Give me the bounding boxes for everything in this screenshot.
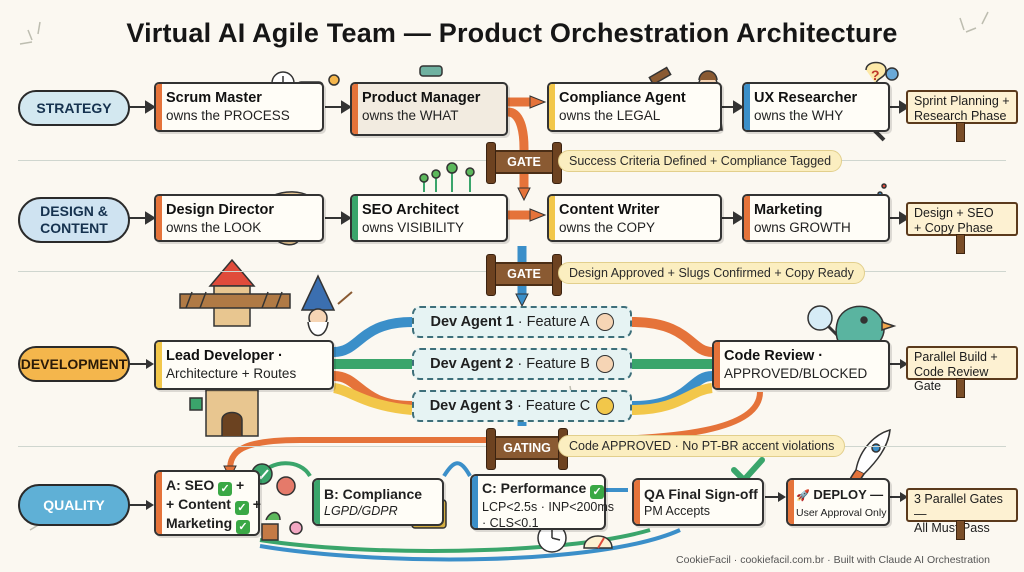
- phase-quality: QUALITY: [18, 484, 130, 526]
- page-title: Virtual AI Agile Team — Product Orchestr…: [126, 18, 898, 48]
- developer-avatar-icon: [595, 355, 614, 373]
- gate-1-criteria: Success Criteria Defined + Compliance Ta…: [558, 150, 843, 172]
- check-icon: ✓: [590, 485, 605, 499]
- role-marketing[interactable]: Marketing owns GROWTH: [742, 194, 890, 242]
- role-sub: owns the PROCESS: [166, 108, 290, 123]
- gate-1: GATE: [486, 142, 562, 184]
- role-name: Scrum Master: [166, 90, 262, 106]
- qa-name: QA Final Sign-off: [644, 486, 758, 502]
- dev-agent-1[interactable]: Dev Agent 1 · Feature A: [412, 306, 632, 338]
- wizard-icon: [300, 274, 353, 337]
- gate-3-criteria: Code APPROVED · No PT-BR accent violatio…: [558, 435, 846, 457]
- check-icon: ✓: [218, 482, 233, 496]
- dev-agent-name: Dev Agent 1: [430, 314, 514, 330]
- sign-line: 3 Parallel Gates —: [914, 492, 1003, 521]
- role-code-review[interactable]: Code Review · APPROVED/BLOCKED: [712, 340, 890, 390]
- gate-a-line: A: SEO: [166, 477, 215, 493]
- role-content-writer[interactable]: Content Writer owns the COPY: [547, 194, 722, 242]
- gate-c-name: C: Performance: [482, 480, 587, 496]
- role-design-director[interactable]: Design Director owns the LOOK: [154, 194, 324, 242]
- role-sub: Architecture + Routes: [166, 366, 297, 381]
- deploy-name: DEPLOY —: [813, 487, 884, 502]
- deploy-box[interactable]: 🚀 DEPLOY — User Approval Only: [786, 478, 890, 526]
- big-check-icon: [731, 457, 765, 485]
- phase-design-content: DESIGN & CONTENT: [18, 197, 130, 243]
- developer-avatar-icon: [595, 313, 614, 331]
- gate-c-metrics: LCP<2.5s · INP<200ms: [482, 500, 615, 514]
- role-name: Content Writer: [559, 202, 660, 218]
- role-name: Code Review ·: [724, 348, 824, 364]
- role-name: Product Manager: [362, 90, 481, 106]
- role-name: SEO Architect: [362, 202, 459, 218]
- role-ux-researcher[interactable]: UX Researcher owns the WHY: [742, 82, 890, 132]
- quality-gate-b[interactable]: B: Compliance LGPD/GDPR: [312, 478, 444, 526]
- sign-line: Parallel Build +: [914, 350, 998, 364]
- gate-a-line: Marketing: [166, 515, 233, 531]
- role-product-manager[interactable]: Product Manager owns the WHAT: [350, 82, 508, 136]
- quality-gate-c[interactable]: C: Performance ✓ LCP<2.5s · INP<200ms · …: [470, 474, 615, 530]
- dev-agent-feature: · Feature C: [516, 398, 591, 414]
- gate-a-line: + Content: [166, 496, 231, 512]
- dev-agent-3[interactable]: Dev Agent 3 · Feature C: [412, 390, 632, 422]
- quality-gate-a[interactable]: A: SEO ✓ + + Content ✓ + Marketing ✓: [154, 470, 261, 536]
- sign-line: Sprint Planning +: [914, 94, 1010, 108]
- sign-line: Design + SEO: [914, 206, 994, 220]
- role-seo-architect[interactable]: SEO Architect owns VISIBILITY: [350, 194, 508, 242]
- role-sub: owns GROWTH: [754, 220, 851, 235]
- dev-agent-name: Dev Agent 3: [429, 398, 513, 414]
- qa-sub: PM Accepts: [644, 504, 710, 518]
- sign-line: All Must Pass: [914, 521, 990, 535]
- qa-final-signoff[interactable]: QA Final Sign-off PM Accepts: [632, 478, 764, 526]
- role-name: UX Researcher: [754, 90, 858, 106]
- dev-agent-2[interactable]: Dev Agent 2 · Feature B: [412, 348, 632, 380]
- role-sub: owns the COPY: [559, 220, 656, 235]
- strategy-arrows: [128, 100, 910, 114]
- signpost-development: Parallel Build +Code Review Gate: [906, 346, 1018, 398]
- dev-pipes: [333, 317, 713, 415]
- signpost-design: Design + SEO+ Copy Phase: [906, 202, 1018, 254]
- dev-agent-name: Dev Agent 2: [430, 356, 514, 372]
- phase-development: DEVELOPMENT: [18, 346, 130, 382]
- design-arrows: [128, 211, 910, 225]
- pipe-segment: [507, 107, 529, 190]
- rocket-icon: 🚀: [796, 490, 810, 502]
- role-name: Lead Developer ·: [166, 348, 283, 364]
- footer-credit: CookieFacil · cookiefacil.com.br · Built…: [676, 554, 990, 566]
- role-compliance-agent[interactable]: Compliance Agent owns the LEGAL: [547, 82, 722, 132]
- castle-icon: [179, 258, 291, 437]
- role-sub: APPROVED/BLOCKED: [724, 366, 868, 381]
- role-name: Marketing: [754, 202, 823, 218]
- role-sub: owns VISIBILITY: [362, 220, 465, 235]
- role-sub: owns the WHAT: [362, 108, 459, 123]
- role-sub: owns the LOOK: [166, 220, 262, 235]
- role-lead-developer[interactable]: Lead Developer · Architecture + Routes: [154, 340, 334, 390]
- signpost-quality: 3 Parallel Gates —All Must Pass: [906, 488, 1018, 540]
- sign-line: + Copy Phase: [914, 220, 993, 235]
- check-icon: ✓: [236, 520, 251, 534]
- role-scrum-master[interactable]: Scrum Master owns the PROCESS: [154, 82, 324, 132]
- check-icon: ✓: [234, 501, 249, 515]
- deploy-sub: User Approval Only: [796, 507, 887, 519]
- dev-agent-feature: · Feature B: [517, 356, 590, 372]
- sign-line: Research Phase: [914, 108, 1007, 123]
- dev-agent-feature: · Feature A: [517, 314, 590, 330]
- gate-2-criteria: Design Approved + Slugs Confirmed + Copy…: [558, 262, 865, 284]
- role-sub: owns the LEGAL: [559, 108, 661, 123]
- svg-text:?: ?: [871, 67, 880, 83]
- gate-b-name: B: Compliance: [324, 486, 423, 502]
- gate-c-metrics: · CLS<0.1: [482, 516, 539, 530]
- signpost-strategy: Sprint Planning +Research Phase: [906, 90, 1018, 142]
- role-name: Compliance Agent: [559, 90, 686, 106]
- phase-strategy: STRATEGY: [18, 90, 130, 126]
- sign-line: Code Review Gate: [914, 364, 989, 394]
- gate-b-sub: LGPD/GDPR: [324, 504, 398, 518]
- role-name: Design Director: [166, 202, 274, 218]
- gate-2: GATE: [486, 254, 562, 296]
- developer-avatar-icon: [596, 397, 615, 415]
- clipboard-icon: [419, 65, 443, 77]
- gate-3: GATING: [486, 428, 568, 470]
- role-sub: owns the WHY: [754, 108, 844, 123]
